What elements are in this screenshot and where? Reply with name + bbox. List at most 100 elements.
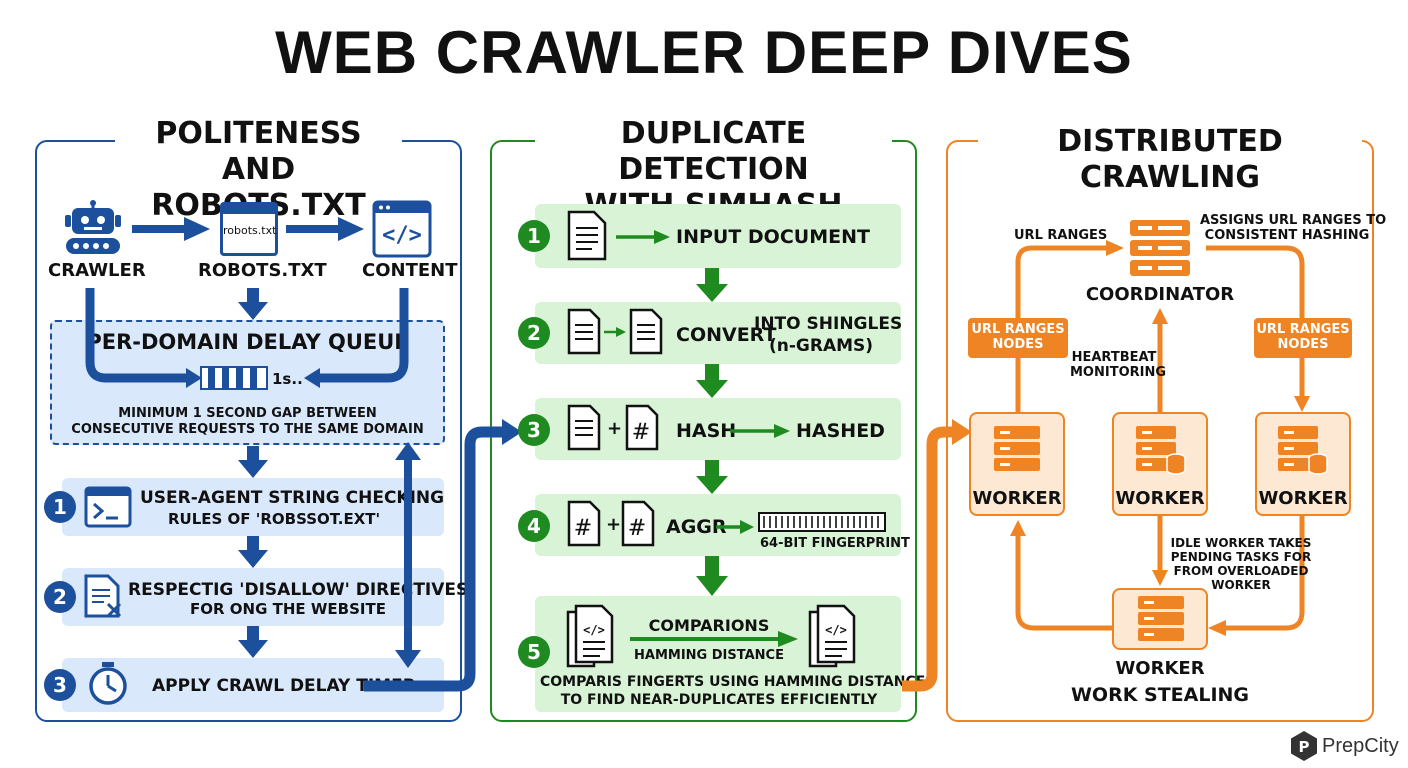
plus-sign-3: + (607, 418, 623, 439)
worker-bottom-server-icon (1138, 596, 1184, 641)
prepcity-logo-icon: P (1291, 731, 1317, 761)
fingerprint-bits-icon (758, 512, 886, 532)
brand-name: PrepCity (1322, 735, 1399, 757)
document-icon (567, 210, 607, 261)
politeness-step-2-line-1: RESPECTIG 'DISALLOW' DIRECTIVES (128, 580, 469, 600)
queue-title: PER-DOMAIN DELAY QUEUE (86, 330, 409, 354)
arrow-step3-queue (395, 442, 421, 668)
worker-middle-label: WORKER (1115, 488, 1205, 509)
simhash-step-2-number: 2 (518, 317, 550, 349)
idle-note-2: PENDING TASKS FOR (1170, 550, 1312, 564)
politeness-step-2-line-2: FOR ONG THE WEBSITE (190, 600, 386, 618)
arrow-green-4 (716, 520, 754, 534)
robots-file-icon: robots.txt (220, 202, 278, 256)
assigns-line-1: ASSIGNS URL RANGES TO (1200, 213, 1387, 228)
politeness-step-3-label: APPLY CRAWL DELAY TIMER (152, 676, 416, 696)
worker-middle-server-icon (1136, 426, 1186, 475)
queue-note-2: CONSECUTIVE REQUESTS TO THE SAME DOMAIN (71, 422, 424, 437)
robots-label: ROBOTS.TXT (198, 260, 327, 281)
svg-text:</>: </> (825, 623, 847, 637)
arrow-step1-step2 (238, 536, 268, 568)
coordinator-label: COORDINATOR (1085, 284, 1235, 305)
svg-text:P: P (1299, 738, 1310, 756)
simhash-step-1-number: 1 (518, 220, 550, 252)
politeness-step-2 (62, 568, 444, 626)
simhash-step-3-result: HASHED (796, 420, 885, 442)
hash-document-icon (567, 404, 601, 451)
coordinator-server-icon (1130, 220, 1190, 276)
content-label: CONTENT (362, 260, 458, 281)
simhash-step-5-note-2: TO FIND NEAR-DUPLICATES EFFICIENTLY (560, 692, 878, 708)
timer-icon (89, 662, 127, 705)
arrow-robots-down (238, 288, 268, 320)
simhash-step-1-label: INPUT DOCUMENT (676, 226, 870, 248)
svg-text:#: # (632, 420, 650, 445)
arrow-green-down-3 (696, 460, 728, 494)
svg-text:#: # (628, 516, 646, 541)
code-document-stack-left-icon: </> (566, 604, 614, 668)
arrow-step2-step3 (238, 626, 268, 658)
arrow-green-down-1 (696, 268, 728, 302)
worker-left-label: WORKER (972, 488, 1062, 509)
politeness-step-2-number: 2 (44, 581, 76, 613)
worker-left-server-icon (994, 426, 1040, 471)
work-stealing-label: WORK STEALING (1070, 684, 1250, 706)
politeness-step-1-line-2: RULES OF 'ROBSSOT.EXT' (168, 510, 381, 528)
worker-bottom-label: WORKER (1115, 658, 1205, 679)
arrow-green-down-4 (696, 556, 728, 596)
document-disallow-icon (84, 574, 122, 618)
svg-text:#: # (574, 516, 592, 541)
url-ranges-label: URL RANGES (1014, 228, 1108, 243)
shingle-document-icon (567, 308, 601, 355)
url-ranges-badge-right: URL RANGES NODES (1254, 318, 1352, 358)
svg-text:</>: </> (583, 623, 605, 637)
arrow-green-5 (630, 631, 798, 647)
simhash-step-2-label-b: (n-GRAMS) (768, 336, 874, 356)
simhash-step-2-label: CONVERT (676, 324, 777, 346)
arrow-green-1 (616, 230, 670, 244)
arrow-green-2 (604, 327, 626, 337)
plus-sign-4: + (606, 514, 622, 535)
heartbeat-line-1: HEARTBEAT (1071, 350, 1157, 365)
simhash-step-3-number: 3 (518, 414, 550, 446)
politeness-step-1-number: 1 (44, 491, 76, 523)
arrow-green-down-2 (696, 364, 728, 398)
worker-right-label: WORKER (1258, 488, 1348, 509)
hash-icon-b: # (621, 500, 655, 547)
url-ranges-badge-left: URL RANGES NODES (968, 318, 1068, 358)
code-document-stack-right-icon: </> (808, 604, 856, 668)
simhash-step-3-label: HASH (676, 420, 737, 442)
simhash-step-5-number: 5 (518, 636, 550, 668)
simhash-step-5-result: HAMMING DISTANCE (634, 648, 784, 663)
svg-text:</>: </> (382, 223, 422, 248)
simhash-step-2-label-a: INTO SHINGLES (754, 314, 903, 334)
hash-symbol-icon: # (625, 404, 659, 451)
page-title: WEB CRAWLER DEEP DIVES (275, 19, 1133, 86)
code-window-icon: </> (372, 200, 432, 258)
simhash-step-5-label: COMPARIONS (648, 616, 770, 635)
idle-note-3: FROM OVERLOADED (1173, 564, 1309, 578)
idle-note-4: WORKER (1211, 578, 1271, 592)
robots-file-text: robots.txt (223, 224, 277, 237)
shingles-icon (629, 308, 663, 355)
worker-right-server-icon (1278, 426, 1328, 475)
assigns-line-2: CONSISTENT HASHING (1204, 228, 1370, 243)
arrow-queue-step1 (238, 446, 268, 478)
arrow-robots-content (286, 217, 364, 241)
crawler-label: CRAWLER (48, 260, 146, 281)
politeness-step-3-number: 3 (44, 669, 76, 701)
hash-icon-a: # (567, 500, 601, 547)
simhash-step-4-result: 64-BIT FINGERPRINT (760, 536, 910, 551)
terminal-icon (84, 486, 132, 528)
simhash-step-5-note-1: COMPARIS FINGERTS USING HAMMING DISTANCE (540, 674, 926, 690)
queue-timer: 1s.. (272, 370, 303, 388)
idle-note-1: IDLE WORKER TAKES (1170, 536, 1312, 550)
distributed-title: DISTRIBUTED CRAWLING (978, 124, 1362, 196)
arrow-crawler-robots (132, 217, 210, 241)
heartbeat-line-2: MONITORING (1070, 365, 1167, 380)
robot-icon (65, 200, 121, 254)
